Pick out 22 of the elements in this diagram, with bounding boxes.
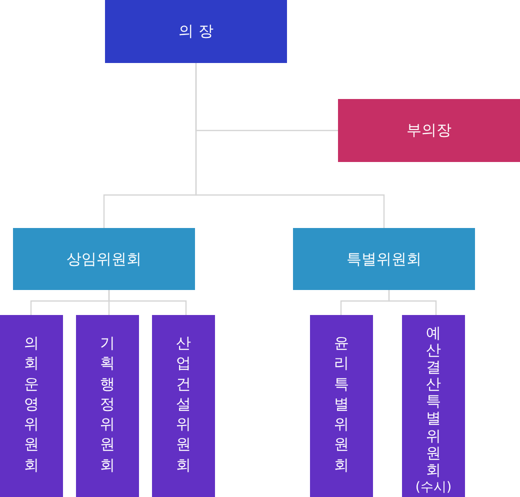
node-label: 윤리특별위원회: [334, 333, 349, 475]
note-text: (수시): [415, 480, 452, 496]
committee-box: [0, 315, 63, 497]
chairperson-box: [105, 0, 287, 63]
node-label: 의 장: [178, 22, 214, 41]
node-label: 상임위원회: [66, 250, 142, 268]
committee-group-box: [13, 228, 195, 290]
node-label: 특별위원회: [346, 250, 422, 268]
committee-box: [152, 315, 215, 497]
committee-group-box: [293, 228, 475, 290]
node-label: 의회운영위원회: [24, 333, 39, 475]
connector-line: [388, 290, 437, 315]
node-label: 부의장: [406, 121, 452, 140]
connector-line: [195, 63, 385, 228]
node-label: 예산결산특별위원회: [426, 325, 441, 479]
node-label: 기획행정위원회: [100, 333, 115, 475]
committee-box: [76, 315, 139, 497]
vice-chair-box: [338, 99, 520, 162]
node-label: 산업건설위원회: [176, 333, 191, 475]
connector-line: [108, 290, 187, 315]
committee-box: [310, 315, 373, 497]
committee-box: [402, 315, 465, 497]
